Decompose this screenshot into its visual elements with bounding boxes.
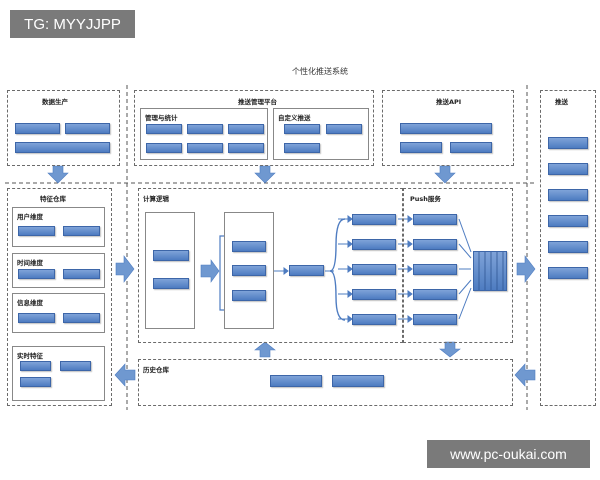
panel-compute-logic — [138, 188, 403, 343]
subpanel-realtime-label: 实时特征 — [17, 352, 43, 360]
panel-push-right — [540, 90, 596, 406]
watermark-top: TG: MYYJJPP — [10, 10, 135, 38]
push-channel-box — [548, 189, 588, 201]
panel-push-management — [134, 90, 374, 166]
panel-data-production — [7, 90, 120, 166]
compute-core-box — [232, 265, 266, 276]
data-shard-box — [352, 264, 396, 275]
custom-push-box — [284, 124, 320, 134]
time-dim-box — [18, 269, 55, 279]
panel-push-service-label: Push服务 — [410, 195, 441, 203]
compute-core-box — [232, 241, 266, 252]
user-dim-box — [18, 226, 55, 236]
push-channel-box — [548, 215, 588, 227]
subpanel-time-dim-label: 时间维度 — [17, 259, 43, 267]
data-shard-box — [352, 214, 396, 225]
subpanel-manage-stats-label: 管理与统计 — [145, 114, 178, 122]
data-shard-box — [352, 314, 396, 325]
subpanel-realtime — [12, 346, 105, 401]
realtime-box — [60, 361, 91, 371]
panel-push-api — [382, 90, 514, 166]
manage-stats-box — [228, 143, 264, 153]
push-shard-box — [413, 289, 457, 300]
push-shard-box — [413, 314, 457, 325]
panel-feature-store — [7, 188, 112, 406]
data-production-box — [65, 123, 110, 134]
history-store-box — [332, 375, 384, 387]
compute-output-box — [289, 265, 324, 276]
time-dim-box — [63, 269, 100, 279]
push-channel-box — [548, 137, 588, 149]
custom-push-box — [284, 143, 320, 153]
manage-stats-box — [228, 124, 264, 134]
push-api-box — [400, 142, 442, 153]
data-shard-box — [352, 239, 396, 250]
subpanel-custom-push-label: 自定义推送 — [278, 114, 311, 122]
push-api-box — [400, 123, 492, 134]
panel-push-right-label: 推送 — [555, 98, 568, 106]
panel-feature-store-label: 特征仓库 — [40, 195, 66, 203]
user-dim-box — [63, 226, 100, 236]
push-channel-box — [548, 267, 588, 279]
panel-push-service — [403, 188, 513, 343]
manage-stats-box — [187, 143, 223, 153]
data-shard-box — [352, 289, 396, 300]
subpanel-user-dim-label: 用户维度 — [17, 213, 43, 221]
subpanel-info-dim-label: 信息维度 — [17, 299, 43, 307]
data-production-box — [15, 123, 60, 134]
push-shard-box — [413, 264, 457, 275]
panel-history-store-label: 历史仓库 — [143, 366, 169, 374]
push-shard-box — [413, 214, 457, 225]
compute-feature-box — [153, 250, 189, 261]
panel-push-management-label: 推送管理平台 — [238, 98, 277, 106]
history-store-box — [270, 375, 322, 387]
watermark-bottom: www.pc-oukai.com — [427, 440, 590, 468]
manage-stats-box — [146, 143, 182, 153]
compute-feature-box — [153, 278, 189, 289]
custom-push-box — [326, 124, 362, 134]
panel-push-api-label: 推送API — [436, 98, 462, 106]
compute-core-box — [232, 290, 266, 301]
realtime-box — [20, 361, 51, 371]
push-api-box — [450, 142, 492, 153]
manage-stats-box — [146, 124, 182, 134]
panel-history-store — [138, 359, 513, 406]
info-dim-box — [63, 313, 100, 323]
realtime-box — [20, 377, 51, 387]
push-channel-box — [548, 241, 588, 253]
panel-compute-logic-label: 计算逻辑 — [143, 195, 169, 203]
data-production-box — [15, 142, 110, 153]
diagram-title: 个性化推送系统 — [292, 67, 348, 76]
panel-data-production-label: 数据生产 — [42, 98, 68, 106]
compute-feature-frame — [145, 212, 195, 329]
manage-stats-box — [187, 124, 223, 134]
push-channel-box — [548, 163, 588, 175]
info-dim-box — [18, 313, 55, 323]
push-shard-box — [413, 239, 457, 250]
